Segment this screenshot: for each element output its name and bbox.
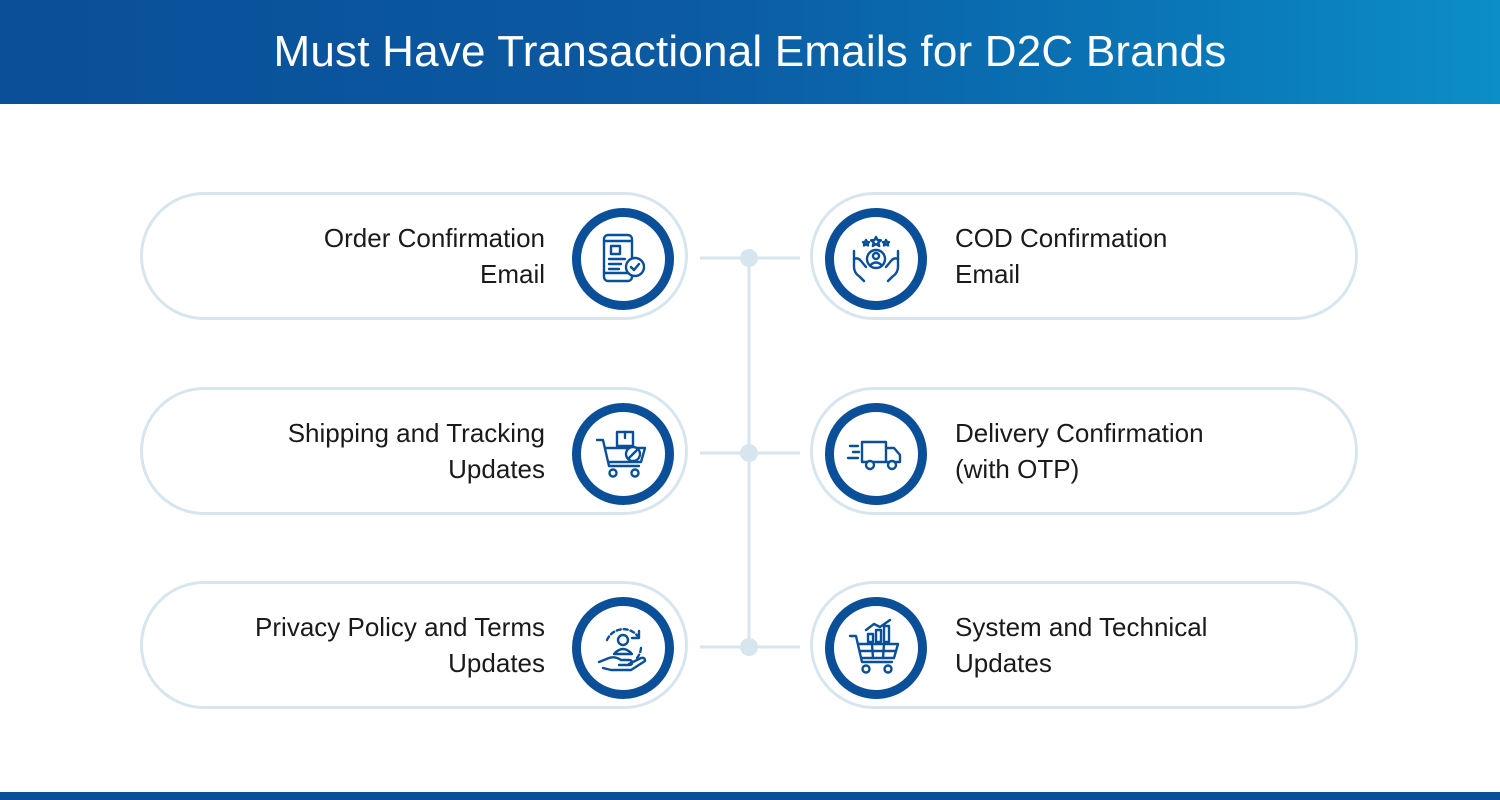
card-label-line-1: Delivery Confirmation: [955, 418, 1204, 448]
delivery-truck-icon: [825, 403, 927, 505]
card-label-line-2: Updates: [448, 648, 545, 678]
card-cod-confirmation: COD Confirmation Email: [810, 192, 1358, 320]
card-label: Order Confirmation Email: [165, 195, 545, 317]
card-label: System and Technical Updates: [955, 584, 1335, 706]
cart-chart-icon: [825, 597, 927, 699]
connector-dot-1: [740, 249, 758, 267]
card-label-line-1: Privacy Policy and Terms: [255, 612, 545, 642]
card-label: Shipping and Tracking Updates: [165, 390, 545, 512]
card-label-line-2: Updates: [955, 648, 1052, 678]
card-delivery-confirmation: Delivery Confirmation (with OTP): [810, 387, 1358, 515]
mobile-order-check-icon: [572, 208, 674, 310]
card-label-line-2: Email: [955, 259, 1021, 289]
hand-user-refresh-icon: [572, 597, 674, 699]
card-label-line-2: Updates: [448, 454, 545, 484]
card-label-line-1: Shipping and Tracking: [287, 418, 545, 448]
card-label-line-2: (with OTP): [955, 454, 1080, 484]
card-label: COD Confirmation Email: [955, 195, 1335, 317]
card-label-line-1: System and Technical: [955, 612, 1208, 642]
card-shipping-tracking: Shipping and Tracking Updates: [140, 387, 688, 515]
card-label: Delivery Confirmation (with OTP): [955, 390, 1335, 512]
hands-user-stars-icon: [825, 208, 927, 310]
footer-bar: [0, 792, 1500, 800]
cart-package-icon: [572, 403, 674, 505]
card-order-confirmation: Order Confirmation Email: [140, 192, 688, 320]
card-label-line-1: Order Confirmation: [323, 223, 545, 253]
header-banner: Must Have Transactional Emails for D2C B…: [0, 0, 1500, 104]
card-label: Privacy Policy and Terms Updates: [165, 584, 545, 706]
connector-dot-3: [740, 638, 758, 656]
card-system-technical: System and Technical Updates: [810, 581, 1358, 709]
page-title: Must Have Transactional Emails for D2C B…: [273, 27, 1227, 76]
card-privacy-policy: Privacy Policy and Terms Updates: [140, 581, 688, 709]
connector-dot-2: [740, 444, 758, 462]
card-label-line-1: COD Confirmation: [955, 223, 1168, 253]
card-label-line-2: Email: [479, 259, 545, 289]
